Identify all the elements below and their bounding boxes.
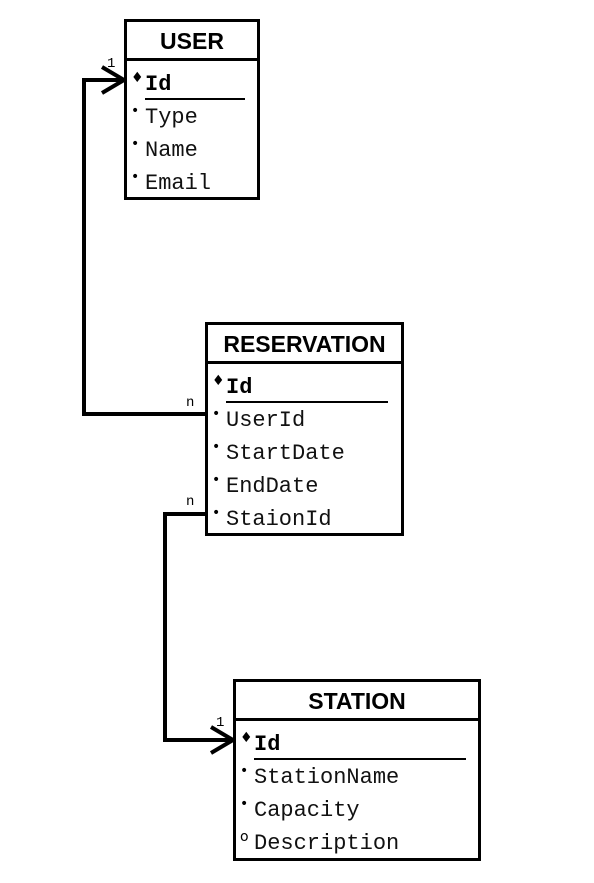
attribute-name: Capacity <box>254 798 360 823</box>
attribute-name: Id <box>226 375 253 400</box>
required-bullet-icon: • <box>212 439 221 455</box>
attribute-name: Id <box>145 72 172 97</box>
required-bullet-icon: • <box>131 169 140 185</box>
entity-title: USER <box>127 22 257 61</box>
attribute-name: Description <box>254 831 400 856</box>
attribute-pk: ♦ Id <box>127 68 257 101</box>
cardinality-reservation-user-many: n <box>186 395 195 411</box>
attribute: • Type <box>127 101 257 134</box>
attribute: • StartDate <box>208 437 401 470</box>
attribute-name: Id <box>254 732 281 757</box>
primary-key-underline <box>254 758 466 760</box>
cardinality-station-one: 1 <box>216 715 225 731</box>
attribute: • Name <box>127 134 257 167</box>
attribute-pk: ♦ Id <box>236 728 478 761</box>
attribute-name: StationName <box>254 765 400 790</box>
attribute-pk: ♦ Id <box>208 371 401 404</box>
primary-key-diamond-icon: ♦ <box>240 730 253 746</box>
required-bullet-icon: • <box>131 103 140 119</box>
required-bullet-icon: • <box>240 796 249 812</box>
attribute: • UserId <box>208 404 401 437</box>
attribute-name: StartDate <box>226 441 345 466</box>
attribute: • EndDate <box>208 470 401 503</box>
required-bullet-icon: • <box>212 472 221 488</box>
attribute: o Description <box>236 827 478 860</box>
connector-reservation-station <box>163 512 233 742</box>
entity-reservation: RESERVATION ♦ Id • UserId • StartDate • … <box>205 322 404 536</box>
primary-key-diamond-icon: ♦ <box>212 373 225 389</box>
required-bullet-icon: • <box>131 136 140 152</box>
required-bullet-icon: • <box>212 505 221 521</box>
attribute-name: Type <box>145 105 198 130</box>
attribute: • Capacity <box>236 794 478 827</box>
entity-title: STATION <box>236 682 478 721</box>
attribute-name: EndDate <box>226 474 319 499</box>
primary-key-underline <box>145 98 245 100</box>
entity-title: RESERVATION <box>208 325 401 364</box>
optional-circle-icon: o <box>240 829 249 845</box>
entity-station: STATION ♦ Id • StationName • Capacity o … <box>233 679 481 861</box>
cardinality-reservation-station-many: n <box>186 494 195 510</box>
attribute: • Email <box>127 167 257 200</box>
primary-key-diamond-icon: ♦ <box>131 70 144 86</box>
attribute-name: Email <box>145 171 212 196</box>
cardinality-user-one: 1 <box>107 56 116 72</box>
attribute: • StationName <box>236 761 478 794</box>
required-bullet-icon: • <box>212 406 221 422</box>
entity-user: USER ♦ Id • Type • Name • Email <box>124 19 260 200</box>
attribute-name: StaionId <box>226 507 332 532</box>
attribute-name: Name <box>145 138 198 163</box>
primary-key-underline <box>226 401 388 403</box>
attribute: • StaionId <box>208 503 401 536</box>
attribute-name: UserId <box>226 408 306 433</box>
required-bullet-icon: • <box>240 763 249 779</box>
connector-reservation-user <box>82 78 205 416</box>
